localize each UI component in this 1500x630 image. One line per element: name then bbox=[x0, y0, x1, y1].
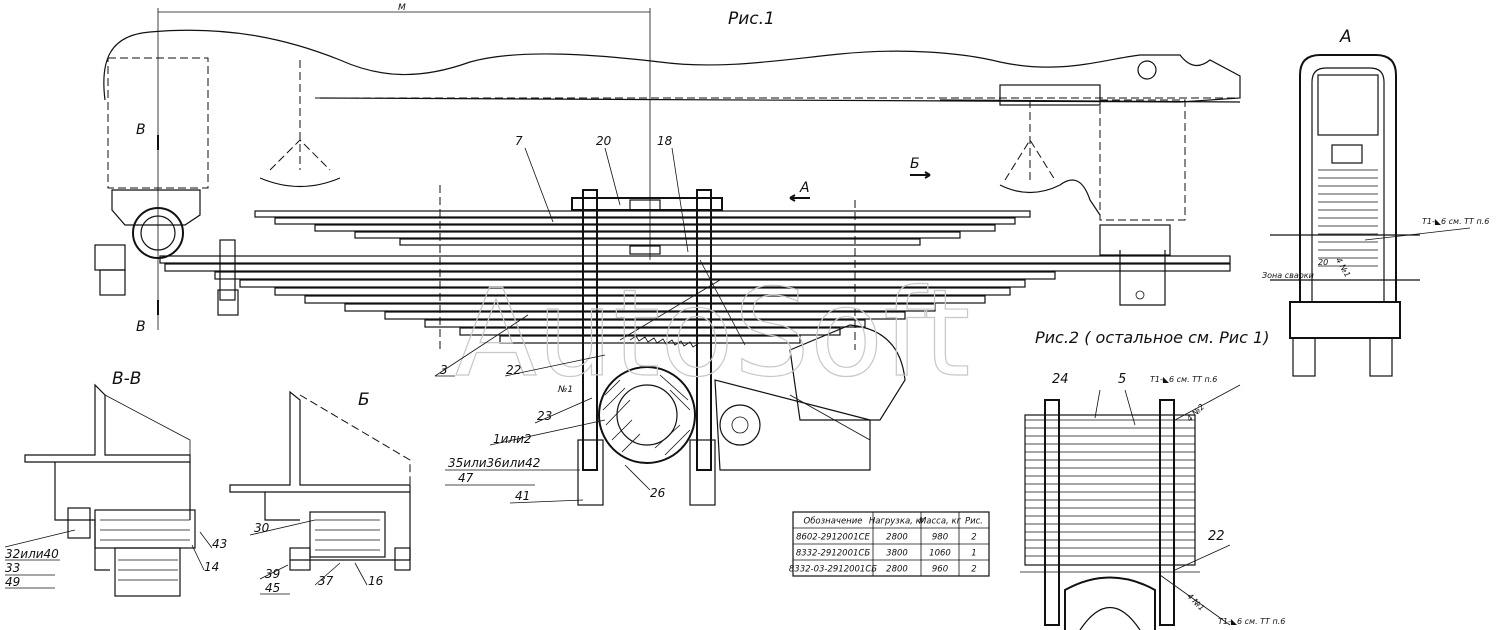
fig2-weld-count-top: 4 №2 bbox=[1185, 402, 1206, 423]
section-vv: В-В 32или40 33 49 43 14 bbox=[4, 369, 227, 597]
callout-16: 16 bbox=[368, 574, 384, 588]
callout-7: 7 bbox=[515, 134, 523, 148]
rear-bracket bbox=[999, 60, 1186, 306]
callout-45: 45 bbox=[265, 581, 280, 595]
table-cell: 2 bbox=[971, 533, 976, 543]
callout-3: 3 bbox=[440, 363, 448, 377]
callout-20: 20 bbox=[596, 134, 612, 148]
table-header-cell: Нагрузка, кг bbox=[869, 517, 926, 527]
view-b-arrow-label: Б bbox=[910, 156, 920, 172]
callout-14: 14 bbox=[204, 560, 219, 574]
front-bracket bbox=[107, 57, 341, 259]
callout-1or2: 1или2 bbox=[493, 432, 532, 446]
callout-30: 30 bbox=[254, 521, 270, 535]
callout-37: 37 bbox=[318, 574, 334, 588]
table-cell: 2 bbox=[971, 565, 976, 575]
fig2-weld-count-bottom: 4 №1 bbox=[1185, 592, 1206, 613]
fig2-weld-note-top: Т1-◣6 см. ТТ п.6 bbox=[1150, 375, 1217, 384]
fig2-assembly: 24 5 Т1-◣6 см. ТТ п.6 4 №2 22 4 №1 Т1-◣6… bbox=[1020, 372, 1285, 630]
watermark: AutoSoft bbox=[455, 265, 970, 404]
table-cell: 2800 bbox=[886, 565, 908, 575]
table-header-cell: Рис. bbox=[965, 517, 983, 527]
section-vv-title: В-В bbox=[112, 369, 141, 389]
callout-47: 47 bbox=[458, 471, 474, 485]
table-cell: 8602-2912001СЕ bbox=[796, 533, 870, 543]
view-a-weld-count: 4 №1 bbox=[1334, 256, 1352, 279]
view-a-weld-zone: Зона сварки bbox=[1262, 271, 1314, 280]
callout-23: 23 bbox=[537, 409, 552, 423]
view-a-weld-note: Т1-◣6 см. ТТ п.6 bbox=[1422, 217, 1489, 226]
table-cell: 1060 bbox=[929, 549, 951, 559]
section-b-bottom-mark: В bbox=[136, 319, 146, 335]
callout-26: 26 bbox=[650, 486, 666, 500]
callout-n1: №1 bbox=[557, 385, 573, 395]
shackle-bolt-left bbox=[94, 239, 239, 316]
callout-24: 24 bbox=[1052, 372, 1069, 387]
table-cell: 960 bbox=[932, 565, 948, 575]
fig2-title: Рис.2 ( остальное см. Рис 1) bbox=[1035, 328, 1269, 347]
table-header-cell: Масса, кг bbox=[919, 517, 962, 527]
callout-22-fig2: 22 bbox=[1208, 529, 1225, 544]
view-a-arrow-label: А bbox=[799, 180, 810, 196]
table-cell: 1 bbox=[971, 549, 976, 559]
dimension-m-label: M bbox=[398, 3, 406, 13]
callout-18: 18 bbox=[657, 134, 673, 148]
section-markers: В В А Б bbox=[136, 122, 931, 335]
view-a-dimension: 20 bbox=[1318, 258, 1328, 267]
callout-49: 49 bbox=[5, 575, 20, 589]
table-cell: 8332-03-2912001СБ bbox=[789, 565, 877, 575]
callout-35or36or42: 35или36или42 bbox=[448, 456, 540, 470]
u-bolt-assembly bbox=[571, 189, 906, 506]
fig1-title: Рис.1 bbox=[728, 9, 775, 29]
callout-43: 43 bbox=[212, 537, 227, 551]
view-a-title: А bbox=[1339, 27, 1352, 47]
callout-22: 22 bbox=[506, 363, 521, 377]
callout-41: 41 bbox=[515, 489, 530, 503]
view-b-title: Б bbox=[358, 390, 370, 410]
table-cell: 3800 bbox=[886, 549, 908, 559]
table-cell: 980 bbox=[932, 533, 948, 543]
callout-33: 33 bbox=[5, 561, 20, 575]
callout-32or40: 32или40 bbox=[5, 547, 59, 561]
callout-5: 5 bbox=[1118, 372, 1126, 387]
main-callouts: 7 20 18 3 22 №1 23 1или2 35или36или42 47… bbox=[434, 134, 689, 504]
view-a: А Т1-◣6 см. ТТ п.6 4 №1 Зона сварки 20 bbox=[1262, 27, 1489, 377]
view-b: Б 30 39 45 37 16 bbox=[229, 390, 411, 595]
fig2-weld-note-bottom: Т1-◣6 см. ТТ п.6 bbox=[1218, 617, 1285, 626]
table-header-cell: Обозначение bbox=[804, 517, 863, 527]
callout-39: 39 bbox=[265, 567, 280, 581]
section-b-top-mark: В bbox=[136, 122, 146, 138]
table-cell: 8332-2912001СБ bbox=[796, 549, 870, 559]
table-cell: 2800 bbox=[886, 533, 908, 543]
